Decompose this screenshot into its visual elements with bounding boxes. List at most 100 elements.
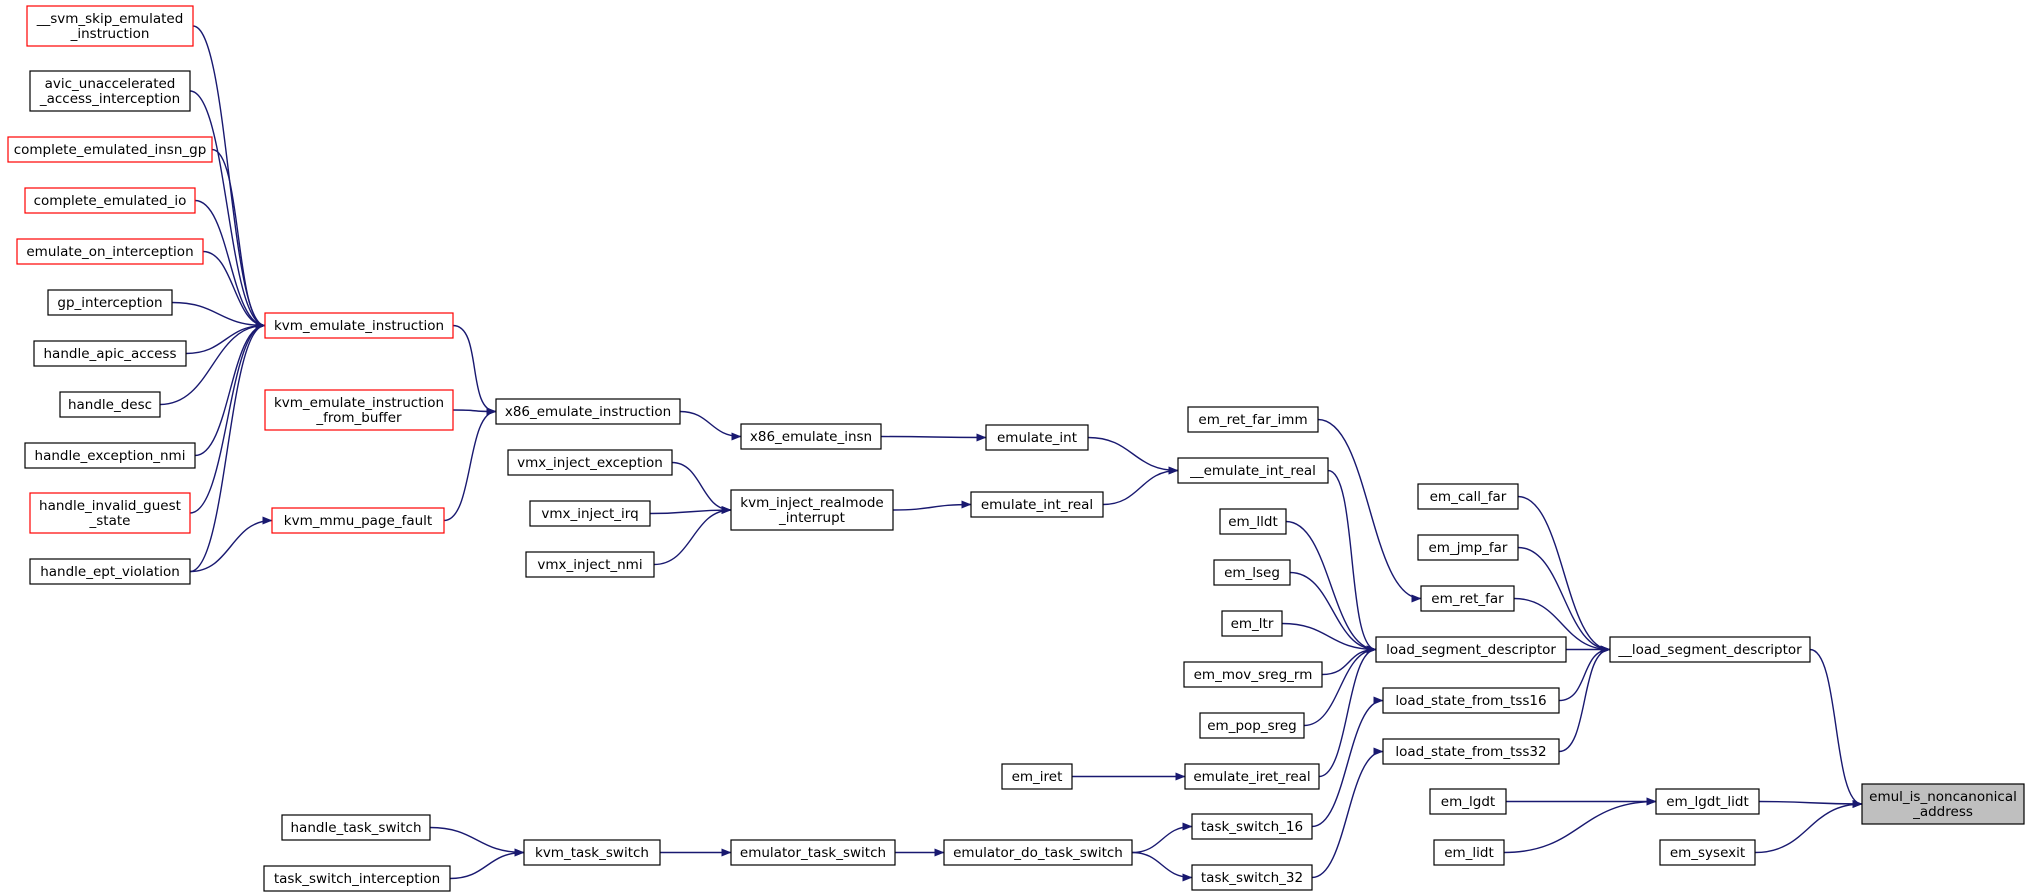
node-emulator-do-task-switch[interactable]: emulator_do_task_switch xyxy=(943,839,1133,866)
node-emulate-on-interception[interactable]: emulate_on_interception xyxy=(16,238,204,265)
node-em-lseg[interactable]: em_lseg xyxy=(1213,559,1291,586)
node--emulate-int-real[interactable]: __emulate_int_real xyxy=(1177,457,1329,484)
node-handle-ept-violation[interactable]: handle_ept_violation xyxy=(29,558,191,585)
call-edge-kirm-to-emuintreal xyxy=(892,500,972,511)
call-edge-jmpfar-to-lsd2 xyxy=(1517,546,1611,654)
node--svm-skip-emulated-instruction[interactable]: __svm_skip_emulated_instruction xyxy=(26,5,194,47)
node-label: x86_emulate_insn xyxy=(750,429,872,445)
call-edge-hexnmi-to-kei xyxy=(194,321,266,457)
call-edge-lsd2-to-root xyxy=(1809,648,1863,808)
node-kvm-emulate-instruction-from-buffer[interactable]: kvm_emulate_instruction_from_buffer xyxy=(264,389,454,431)
node-box xyxy=(985,424,1089,451)
node-kvm-task-switch[interactable]: kvm_task_switch xyxy=(523,839,661,866)
node-handle-invalid-guest-state[interactable]: handle_invalid_guest_state xyxy=(29,492,191,534)
node-box xyxy=(730,489,894,531)
node-label: _address xyxy=(1912,804,1973,820)
node-em-lgdt[interactable]: em_lgdt xyxy=(1429,788,1507,815)
call-edge-lgdtlidt-to-root xyxy=(1758,799,1863,808)
node-em-lgdt-lidt[interactable]: em_lgdt_lidt xyxy=(1655,788,1760,815)
node-box xyxy=(1417,483,1519,510)
node-handle-apic-access[interactable]: handle_apic_access xyxy=(33,340,187,367)
call-edge-avic-to-kei xyxy=(189,90,266,330)
node-complete-emulated-insn-gp[interactable]: complete_emulated_insn_gp xyxy=(7,136,213,163)
node-load-state-from-tss16[interactable]: load_state_from_tss16 xyxy=(1382,687,1560,714)
node-label: handle_exception_nmi xyxy=(35,448,186,464)
node-vmx-inject-exception[interactable]: vmx_inject_exception xyxy=(507,449,673,476)
node-em-lldt[interactable]: em_lldt xyxy=(1219,508,1287,535)
node-box xyxy=(33,340,187,367)
node-box xyxy=(47,289,173,316)
node-label: _from_buffer xyxy=(315,410,402,426)
node-avic-unaccelerated-access-interception[interactable]: avic_unaccelerated_access_interception xyxy=(29,70,191,112)
node-label: task_switch_16 xyxy=(1201,819,1303,835)
node-label: vmx_inject_nmi xyxy=(537,557,642,573)
node-em-ltr[interactable]: em_ltr xyxy=(1221,610,1283,637)
node-x86-emulate-insn[interactable]: x86_emulate_insn xyxy=(740,423,882,450)
node-em-ret-far[interactable]: em_ret_far xyxy=(1420,585,1515,612)
node--load-segment-descriptor[interactable]: __load_segment_descriptor xyxy=(1609,636,1811,663)
node-label: avic_unaccelerated xyxy=(45,76,176,92)
node-em-pop-sreg[interactable]: em_pop_sreg xyxy=(1199,712,1305,739)
node-box xyxy=(29,70,191,112)
node-load-segment-descriptor[interactable]: load_segment_descriptor xyxy=(1375,636,1567,663)
call-edge-tss32-to-lsd2 xyxy=(1558,645,1611,753)
node-em-mov-sreg-rm[interactable]: em_mov_sreg_rm xyxy=(1183,661,1323,688)
node-task-switch-interception[interactable]: task_switch_interception xyxy=(263,865,451,892)
node-box xyxy=(16,238,204,265)
node-box xyxy=(1187,406,1319,433)
node-box xyxy=(1213,559,1291,586)
node-label: em_mov_sreg_rm xyxy=(1194,667,1313,683)
node-x86-emulate-instruction[interactable]: x86_emulate_instruction xyxy=(495,398,681,425)
node-layer: emul_is_noncanonical_address __load_segme… xyxy=(7,5,2025,892)
node-label: handle_task_switch xyxy=(290,820,421,836)
node-box xyxy=(1659,839,1756,866)
call-edge-hev-to-kei xyxy=(189,321,266,573)
node-load-state-from-tss32[interactable]: load_state_from_tss32 xyxy=(1382,738,1560,765)
node-vmx-inject-nmi[interactable]: vmx_inject_nmi xyxy=(525,551,655,578)
node-emulate-int-real[interactable]: emulate_int_real xyxy=(970,491,1104,518)
node-em-sysexit[interactable]: em_sysexit xyxy=(1659,839,1756,866)
call-edge-hts-to-kts xyxy=(429,826,525,857)
call-edge-x86ei-to-x86insn xyxy=(679,410,742,441)
node-task-switch-16[interactable]: task_switch_16 xyxy=(1191,813,1313,840)
node-emulator-task-switch[interactable]: emulator_task_switch xyxy=(730,839,896,866)
node-em-call-far[interactable]: em_call_far xyxy=(1417,483,1519,510)
node-box xyxy=(730,839,896,866)
node-label: complete_emulated_insn_gp xyxy=(14,142,207,158)
call-edge-callfar-to-lsd2 xyxy=(1517,495,1611,654)
node-em-jmp-far[interactable]: em_jmp_far xyxy=(1417,534,1519,561)
node-emul-is-noncanonical-address[interactable]: emul_is_noncanonical_address xyxy=(1861,783,2025,825)
node-label: _interrupt xyxy=(778,510,845,526)
node-task-switch-32[interactable]: task_switch_32 xyxy=(1191,864,1313,891)
node-kvm-mmu-page-fault[interactable]: kvm_mmu_page_fault xyxy=(271,507,445,534)
node-em-lidt[interactable]: em_lidt xyxy=(1433,839,1505,866)
call-edge-edts-to-ts16 xyxy=(1131,822,1193,854)
call-edge-vmxirq-to-kirm xyxy=(649,506,732,515)
node-box xyxy=(24,187,196,214)
node-box xyxy=(1382,687,1560,714)
call-edge-x86insn-to-emuint xyxy=(880,433,987,442)
node-box xyxy=(1861,783,2025,825)
node-emulate-iret-real[interactable]: emulate_iret_real xyxy=(1184,763,1320,790)
node-label: kvm_mmu_page_fault xyxy=(284,513,432,529)
node-em-iret[interactable]: em_iret xyxy=(1001,763,1073,790)
node-em-ret-far-imm[interactable]: em_ret_far_imm xyxy=(1187,406,1319,433)
node-label: em_sysexit xyxy=(1670,845,1745,861)
node-kvm-inject-realmode-interrupt[interactable]: kvm_inject_realmode_interrupt xyxy=(730,489,894,531)
node-label: vmx_inject_irq xyxy=(541,506,638,522)
node-complete-emulated-io[interactable]: complete_emulated_io xyxy=(24,187,196,214)
node-emulate-int[interactable]: emulate_int xyxy=(985,424,1089,451)
node-box xyxy=(271,507,445,534)
node-gp-interception[interactable]: gp_interception xyxy=(47,289,173,316)
node-label: __load_segment_descriptor xyxy=(1617,642,1802,658)
node-kvm-emulate-instruction[interactable]: kvm_emulate_instruction xyxy=(264,312,454,339)
node-label: em_pop_sreg xyxy=(1207,718,1297,734)
node-vmx-inject-irq[interactable]: vmx_inject_irq xyxy=(529,500,651,527)
node-box xyxy=(1433,839,1505,866)
node-box xyxy=(263,865,451,892)
node-label: complete_emulated_io xyxy=(34,193,187,209)
call-edge-vmxexc-to-kirm xyxy=(671,461,732,514)
node-handle-desc[interactable]: handle_desc xyxy=(59,391,161,418)
node-handle-exception-nmi[interactable]: handle_exception_nmi xyxy=(24,442,196,469)
node-handle-task-switch[interactable]: handle_task_switch xyxy=(281,814,431,841)
